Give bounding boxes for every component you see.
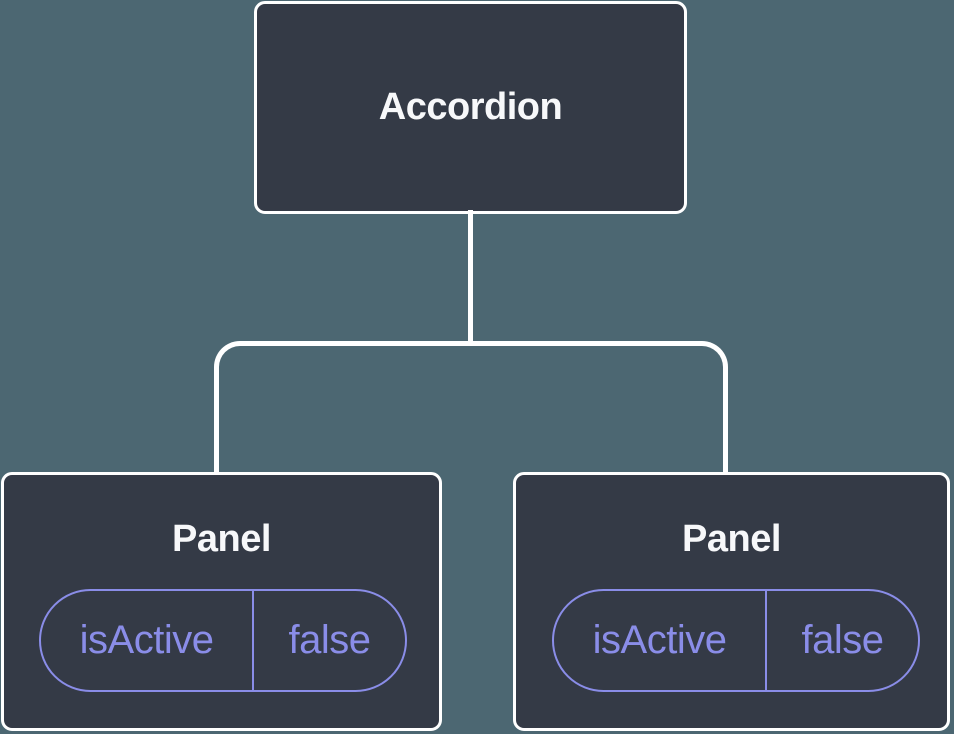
component-node-panel-right: Panel isActive false [513, 472, 950, 731]
panel-left-label: Panel [172, 518, 271, 560]
state-pill-right: isActive false [552, 589, 920, 692]
state-value-left: false [288, 618, 371, 662]
connector-stem [467, 210, 473, 346]
connector-bracket [213, 341, 728, 472]
state-pill-left: isActive false [39, 589, 407, 692]
state-key-right: isActive [554, 591, 768, 690]
component-node-panel-left: Panel isActive false [1, 472, 442, 731]
panel-right-label: Panel [682, 518, 781, 560]
component-node-accordion: Accordion [254, 1, 687, 214]
state-key-left: isActive [41, 591, 255, 690]
state-value-right: false [801, 618, 884, 662]
accordion-node-label: Accordion [378, 86, 563, 128]
